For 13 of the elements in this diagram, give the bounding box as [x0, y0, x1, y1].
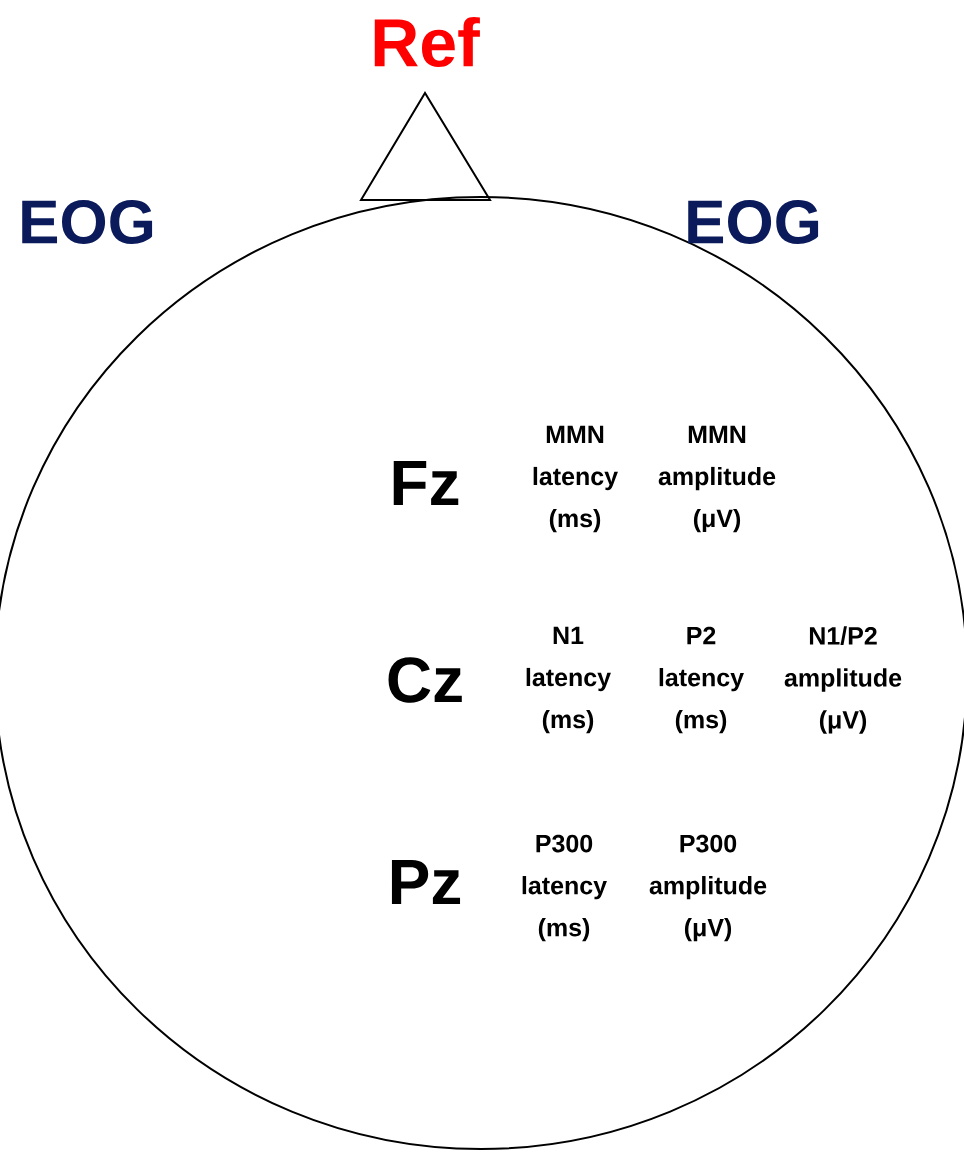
measure-label: MMN latency (ms)	[533, 425, 618, 533]
electrode-label: Ref	[374, 17, 480, 67]
electrode-label: EOG	[688, 200, 819, 244]
measure-label: N1/P2 amplitude (μV)	[784, 626, 902, 734]
measure-label: P300 amplitude (μV)	[649, 834, 767, 942]
electrode-label: Fz	[393, 461, 459, 505]
electrode-label: Pz	[391, 860, 461, 905]
measure-label: P2 latency (ms)	[659, 626, 744, 734]
measure-label: MMN amplitude (μV)	[658, 425, 776, 533]
measure-label: N1 latency (ms)	[526, 626, 611, 734]
electrode-label: Cz	[388, 657, 462, 703]
electrode-label: EOG	[22, 200, 153, 244]
measure-label: P300 latency (ms)	[522, 834, 607, 942]
